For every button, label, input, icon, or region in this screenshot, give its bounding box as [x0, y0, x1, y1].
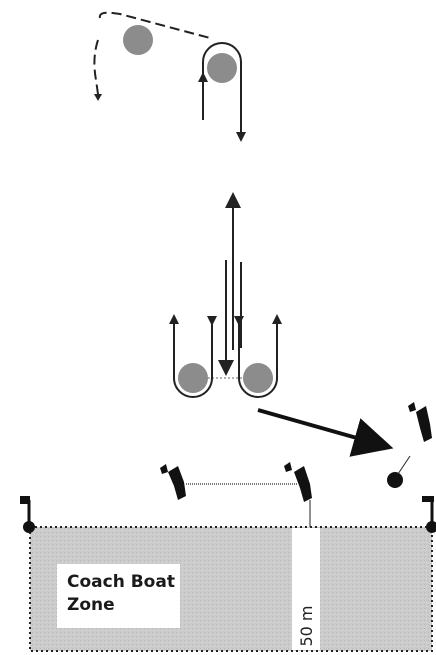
- top-right-mark: [207, 53, 237, 83]
- distance-strip: [292, 528, 320, 650]
- zone-right-flag-icon: [422, 496, 436, 533]
- gate-right-mark: [243, 363, 273, 393]
- gate-left-mark: [178, 363, 208, 393]
- coach-boat-zone-label-line1: Coach Boat: [67, 572, 175, 592]
- finish-committee-boat-icon: [408, 402, 432, 442]
- gate-right-rounding-path: [238, 316, 278, 398]
- start-pin-boat-icon: [160, 464, 186, 500]
- top-mark-rounding-path: [202, 42, 242, 140]
- gate-arrow-4-icon: [272, 314, 282, 324]
- gate-left-rounding-path: [173, 316, 213, 398]
- coach-boat-zone-label-line2: Zone: [67, 595, 115, 615]
- top-left-mark: [123, 25, 153, 55]
- coach-boat-zone-label: Coach Boat Zone: [57, 564, 180, 628]
- zone-left-flag-icon: [20, 496, 35, 533]
- dashed-course-arrow-icon: [94, 94, 102, 101]
- top-mark-rounding-arrow-icon: [198, 72, 208, 82]
- distance-label: 50 m: [296, 605, 316, 647]
- finish-line: [397, 455, 411, 475]
- gate-arrow-3-icon: [234, 316, 244, 326]
- finish-mark: [387, 472, 403, 488]
- top-mark-exit-arrow-icon: [236, 132, 246, 142]
- start-committee-boat-icon: [284, 462, 312, 502]
- gate-arrow-1-icon: [169, 314, 179, 324]
- gate-arrow-2-icon: [207, 316, 217, 326]
- dashed-course-line: [93, 11, 211, 95]
- finish-approach-arrow: [257, 408, 394, 457]
